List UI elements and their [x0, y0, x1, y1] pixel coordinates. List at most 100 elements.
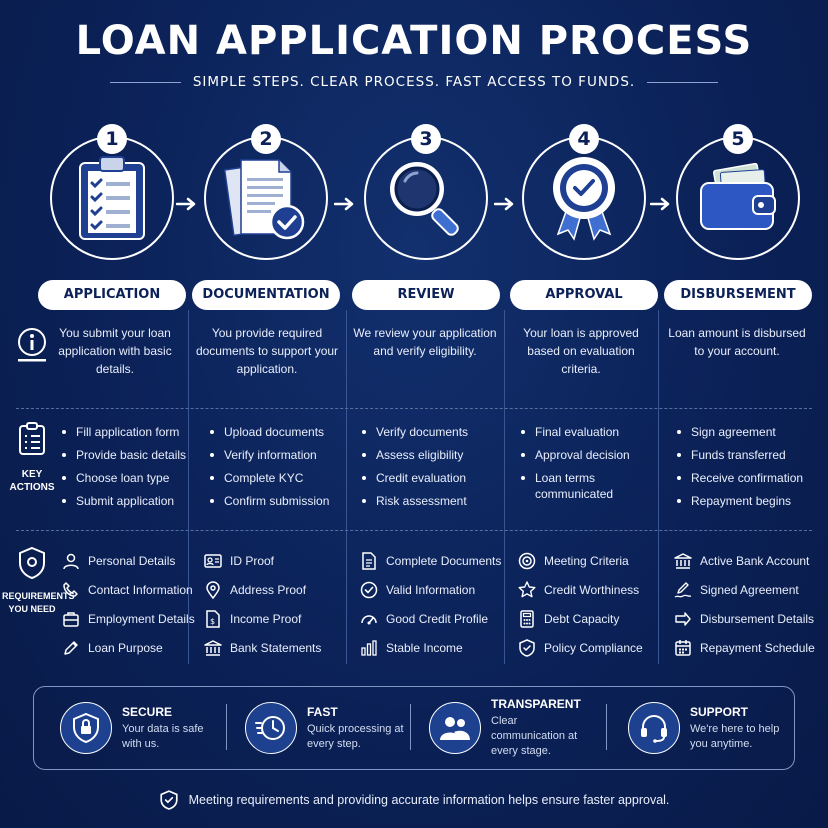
approval-badge-icon [553, 157, 615, 241]
feature-title: SUPPORT [690, 704, 749, 719]
step-description: Your loan is approved based on evaluatio… [523, 326, 639, 376]
people-icon [440, 717, 470, 740]
list-item: Credit evaluation [362, 470, 512, 486]
list-item: Fill application form [62, 424, 212, 440]
arrow-right-icon [675, 611, 691, 626]
list-item: $ Income Proof [204, 604, 360, 633]
step-label: APPLICATION [38, 280, 186, 310]
list-item: Repayment Schedule [674, 633, 828, 662]
id-card-icon [204, 553, 222, 568]
list-item: Credit Worthiness [518, 575, 674, 604]
list-item: Complete KYC [210, 470, 360, 486]
column-divider [658, 310, 659, 664]
list-item: Sign agreement [677, 424, 827, 440]
clipboard-checklist-icon [79, 156, 145, 240]
checklist-icon [19, 422, 45, 455]
phone-icon [63, 581, 78, 597]
list-item: Complete Documents [360, 546, 516, 575]
list-item: Debt Capacity [518, 604, 674, 633]
feature-secure: SECURE Your data is safe with us. [60, 698, 222, 758]
target-icon [518, 552, 536, 569]
location-pin-icon [206, 580, 220, 599]
feature-title: TRANSPARENT [491, 697, 581, 711]
briefcase-icon [63, 611, 79, 627]
feature-support: SUPPORT We're here to help you anytime. [628, 698, 790, 758]
list-item: Receive confirmation [677, 470, 827, 486]
step-circle [522, 136, 646, 260]
person-icon [63, 553, 79, 569]
feature-title: FAST [307, 704, 338, 719]
requirements-list: Complete Documents Valid Information Goo… [360, 546, 516, 662]
list-item: Confirm submission [210, 493, 360, 509]
step-circle [50, 136, 174, 260]
fast-clock-icon [255, 716, 285, 740]
column-divider [504, 310, 505, 664]
calculator-icon [520, 609, 534, 628]
pencil-icon [64, 640, 78, 655]
list-item: Verify information [210, 447, 360, 463]
feature-divider [226, 704, 227, 750]
row-divider [16, 530, 812, 531]
list-item: Bank Statements [204, 633, 360, 662]
step-number: 3 [411, 124, 441, 154]
step-number: 2 [251, 124, 281, 154]
key-actions-list: Fill application form Provide basic deta… [62, 424, 212, 516]
list-item: Active Bank Account [674, 546, 828, 575]
row-divider [16, 408, 812, 409]
arrow-right-icon [494, 197, 514, 211]
arrow-right-icon [650, 197, 670, 211]
side-label-key-actions: KEY ACTIONS [9, 469, 55, 493]
bar-chart-icon [361, 639, 377, 656]
key-actions-list: Upload documents Verify information Comp… [210, 424, 360, 516]
requirements-list: Meeting Criteria Credit Worthiness Debt … [518, 546, 674, 662]
side-label-requirements: REQUIREMENTS YOU NEED [2, 591, 75, 614]
shield-check-icon [519, 638, 535, 657]
list-item: Personal Details [62, 546, 218, 575]
step-label: DISBURSEMENT [664, 280, 812, 310]
list-item: Stable Income [360, 633, 516, 662]
feature-fast: FAST Quick processing at every step. [245, 698, 407, 758]
svg-text:$: $ [210, 617, 215, 626]
list-item: Funds transferred [677, 447, 827, 463]
step-circle [204, 136, 328, 260]
step-circle [676, 136, 800, 260]
list-item: Disbursement Details [674, 604, 828, 633]
calendar-icon [675, 639, 691, 656]
step-label: APPROVAL [510, 280, 658, 310]
key-actions-list: Final evaluation Approval decision Loan … [521, 424, 641, 509]
footer-note: Meeting requirements and providing accur… [0, 790, 828, 810]
list-item: Contact Information [62, 575, 218, 604]
list-item: Verify documents [362, 424, 512, 440]
list-item: ID Proof [204, 546, 360, 575]
step-description: Loan amount is disbursed to your account… [668, 326, 806, 358]
footer-text: Meeting requirements and providing accur… [188, 793, 670, 807]
key-actions-list: Verify documents Assess eligibility Cred… [362, 424, 512, 516]
list-item: Submit application [62, 493, 212, 509]
list-item: Valid Information [360, 575, 516, 604]
feature-icon-wrap [60, 702, 112, 754]
check-circle-icon [360, 581, 378, 598]
feature-divider [410, 704, 411, 750]
list-item: Meeting Criteria [518, 546, 674, 575]
document-icon [362, 551, 376, 570]
shield-icon [19, 546, 45, 580]
list-item: Policy Compliance [518, 633, 674, 662]
headset-icon [641, 715, 667, 743]
feature-description: Clear communication at every stage. [491, 715, 578, 757]
step-label: REVIEW [352, 280, 500, 310]
list-item: Assess eligibility [362, 447, 512, 463]
star-icon [518, 580, 536, 597]
requirements-list: Active Bank Account Signed Agreement Dis… [674, 546, 828, 662]
subtitle-row: SIMPLE STEPS. CLEAR PROCESS. FAST ACCESS… [110, 72, 718, 92]
arrow-right-icon [176, 197, 196, 211]
subtitle-divider-right [647, 81, 718, 83]
column-divider [188, 310, 189, 664]
bank-icon [674, 552, 692, 569]
step-label: DOCUMENTATION [192, 280, 340, 310]
list-item: Repayment begins [677, 493, 827, 509]
feature-title: SECURE [122, 704, 173, 719]
magnifier-icon [390, 162, 459, 236]
requirements-list: ID Proof Address Proof $ Income Proof Ba… [204, 546, 360, 662]
signature-pen-icon [674, 581, 692, 598]
shield-check-icon [159, 790, 178, 810]
